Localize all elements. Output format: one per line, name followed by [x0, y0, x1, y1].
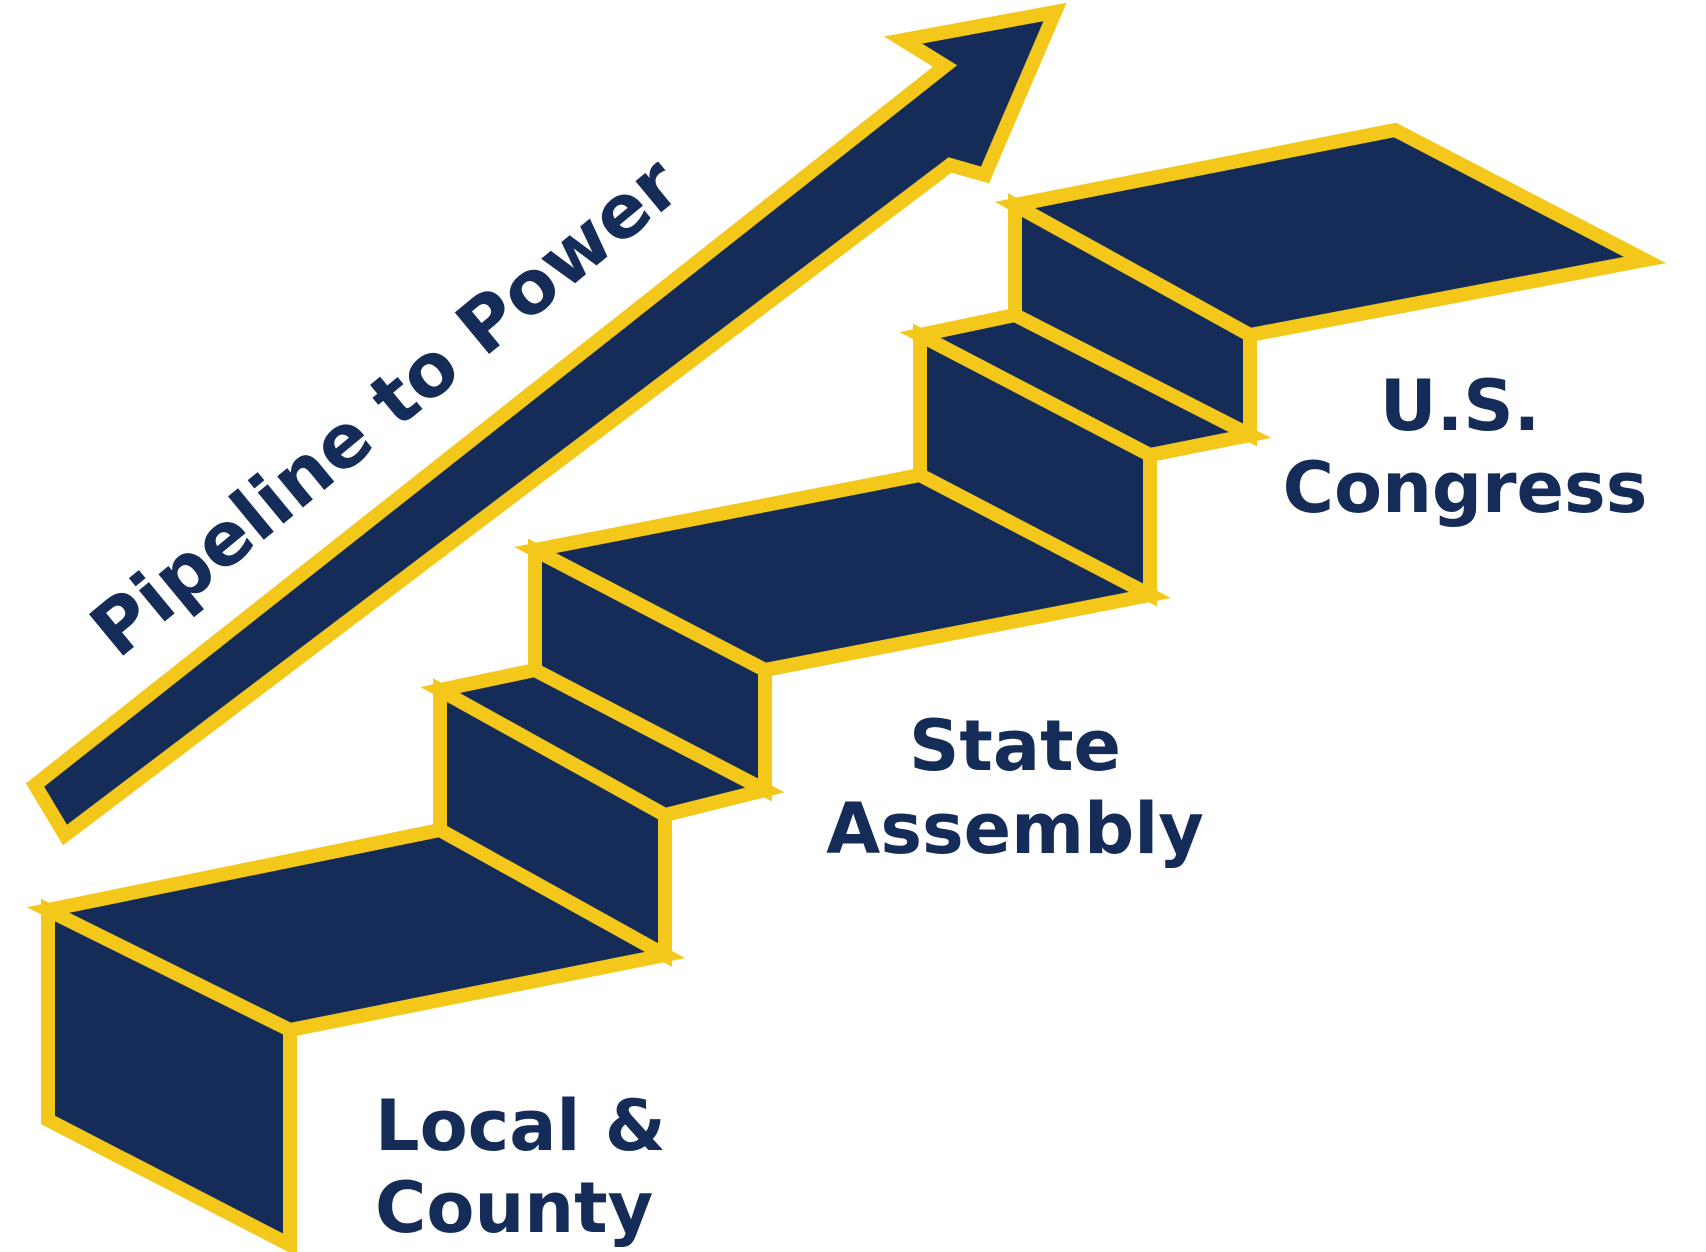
- label-state-assembly-line2: Assembly: [826, 788, 1204, 870]
- label-state-assembly-line1: State: [909, 705, 1121, 787]
- step-small-upper: [899, 193, 1272, 463]
- step-small-lower: [420, 538, 785, 823]
- step-3-tread: [994, 122, 1667, 343]
- label-us-congress-line1: U.S.: [1380, 365, 1540, 447]
- arrow-body: [25, 2, 1067, 846]
- label-local-county-line2: County: [375, 1167, 653, 1249]
- step-us-congress: [994, 122, 1667, 343]
- step-state-assembly: [514, 323, 1171, 678]
- label-state-assembly: State Assembly: [826, 705, 1204, 870]
- up-right-arrow-icon: [25, 2, 1067, 846]
- staircase-icon: [26, 122, 1667, 1252]
- label-us-congress-line2: Congress: [1283, 447, 1648, 529]
- label-local-county-line1: Local &: [375, 1085, 666, 1167]
- label-us-congress: U.S. Congress: [1283, 365, 1648, 529]
- label-local-county: Local & County: [375, 1085, 666, 1249]
